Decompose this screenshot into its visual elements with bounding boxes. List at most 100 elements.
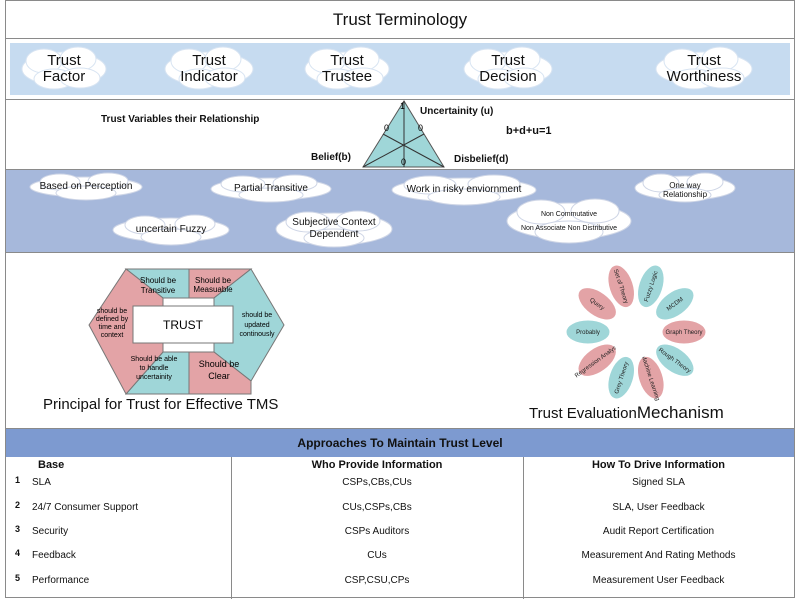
hex-label: continously	[239, 331, 275, 338]
row-who-text: CSPs Auditors	[344, 526, 410, 537]
belief-label: Belief(b)	[311, 152, 351, 163]
term-line: Trustee	[321, 68, 373, 85]
cloud-shape	[210, 174, 332, 203]
median-line	[382, 133, 445, 168]
row-base-text: SLA	[32, 477, 51, 488]
hex-segment	[188, 351, 252, 395]
hex-label: Should be able	[131, 356, 178, 363]
hex-label: should be	[242, 312, 272, 319]
term-trust-trustee: Trust Trustee	[307, 53, 387, 85]
disbelief-label: Disbelief(d)	[454, 154, 509, 165]
hex-label: uncertainity	[136, 374, 172, 381]
row-who-text: CUs,CSPs,CBs	[342, 502, 412, 513]
column-header-who: Who Provide Information	[311, 459, 443, 471]
hex-segment	[88, 268, 164, 395]
cloud-shape	[164, 46, 254, 90]
prop-line: Non Associate Non Distributive	[520, 225, 618, 232]
cloud-shape	[21, 46, 107, 90]
petal-label: Probably	[576, 330, 600, 336]
column-header-base: Base	[38, 459, 65, 471]
row-base-text: Feedback	[32, 550, 76, 561]
equation-label: b+d+u=1	[506, 125, 552, 137]
petal: Grey Theory	[607, 355, 635, 400]
inner-label: 0	[401, 157, 406, 167]
variables-heading: Trust Variables their Relationship	[101, 114, 260, 125]
hex-label: defined by	[96, 316, 129, 323]
evaluation-caption: Trust EvaluationMechanism	[529, 403, 724, 423]
hex-label: should be	[97, 308, 127, 315]
petal-shape	[637, 264, 665, 309]
terminology-clouds	[21, 46, 753, 90]
row-number-text: 3	[15, 524, 21, 534]
row-number-text: 2	[15, 500, 21, 510]
prop-line: Dependent	[309, 229, 359, 240]
hex-label: Should be	[195, 276, 232, 285]
term-line: Trust	[687, 52, 721, 69]
page-title: Trust Terminology	[6, 1, 794, 39]
cloud-shape	[463, 46, 553, 90]
hex-center-label: TRUST	[163, 318, 204, 332]
term-line: Trust	[192, 52, 226, 69]
petal: Set of Theory	[607, 264, 635, 309]
hex-label: time and	[99, 324, 126, 331]
column-header-how: How To Drive Information	[591, 459, 726, 471]
hex-label: Clear	[208, 371, 230, 381]
row-who-text: CSP,CSU,CPs	[344, 575, 410, 586]
prop-one-way: One way Relationship	[637, 181, 733, 199]
hex-label: Measuable	[193, 285, 233, 294]
term-line: Trust	[491, 52, 525, 69]
hex-label: Should be	[140, 276, 177, 285]
cloud-shape	[391, 174, 537, 206]
term-line: Trust	[330, 52, 364, 69]
row-base-text: Security	[32, 526, 69, 537]
term-trust-worthiness: Trust Worthiness	[654, 53, 754, 85]
how-column: How To Drive Information	[523, 457, 794, 599]
principles-hexagon: TRUST Should be Transitive Should be Mea…	[88, 268, 285, 395]
term-trust-indicator: Trust Indicator	[164, 53, 254, 85]
hex-center-box	[132, 305, 234, 344]
properties-section: Based on Perception Partial Transitive W…	[6, 170, 794, 253]
principles-evaluation-section: TRUST Should be Transitive Should be Mea…	[6, 253, 794, 429]
property-clouds	[29, 172, 736, 248]
petal-shape	[637, 355, 665, 400]
petal: Graph Theory	[661, 319, 707, 345]
prop-perception: Based on Perception	[39, 181, 133, 192]
uncertainty-label: Uncertainity (u)	[420, 106, 494, 117]
terminology-section: Trust Factor Trust Indicator Trust Trust…	[6, 39, 794, 100]
hex-label: Should be	[199, 359, 240, 369]
row-base-text: Performance	[32, 575, 90, 586]
cloud-shape	[655, 46, 753, 90]
hex-label: updated	[244, 322, 269, 329]
prop-subjective: Subjective Context Dependent	[276, 217, 392, 241]
approaches-heading: Approaches To Maintain Trust Level	[6, 429, 794, 457]
hex-label: context	[101, 332, 124, 339]
prop-fuzzy: uncertain Fuzzy	[135, 224, 207, 235]
row-how-text: Measurement And Rating Methods	[581, 550, 736, 561]
prop-line: Subjective Context	[292, 217, 376, 228]
petal-shape	[607, 264, 635, 309]
inner-label: 0	[384, 123, 389, 133]
trust-triangle: 1 0 0 0	[362, 100, 445, 168]
approaches-section: Approaches To Maintain Trust Level Base …	[6, 429, 794, 599]
hex-label: Transitive	[141, 286, 176, 295]
term-line: Indicator	[180, 68, 238, 85]
petal-label: Graph Theory	[666, 330, 703, 336]
row-number-text: 5	[15, 573, 21, 583]
term-trust-factor: Trust Factor	[24, 53, 104, 85]
flower-center	[610, 306, 662, 358]
principles-caption: Principal for Trust for Effective TMS	[43, 396, 279, 413]
term-trust-decision: Trust Decision	[463, 53, 553, 85]
petal-shape	[607, 355, 635, 400]
who-column: Who Provide Information	[231, 457, 524, 599]
variables-section: Trust Variables their Relationship 1 0 0…	[6, 100, 794, 170]
cloud-shape	[112, 214, 230, 246]
cloud-shape	[634, 172, 736, 203]
vertex-label: 1	[400, 101, 405, 111]
cloud-shape	[29, 172, 143, 201]
row-how-text: Signed SLA	[632, 477, 685, 488]
evaluation-caption-part: Trust Evaluation	[529, 405, 637, 422]
petal: Fuzzy Logic	[637, 264, 665, 309]
diagram-frame: Trust Terminology Trust Factor Trust Ind…	[5, 0, 795, 599]
cloud-shape	[304, 46, 390, 90]
